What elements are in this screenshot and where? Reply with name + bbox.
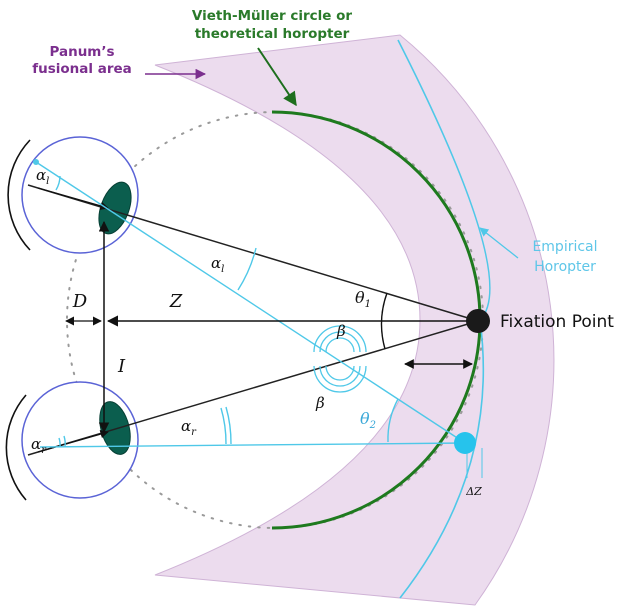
vm-callout-arrow xyxy=(257,47,297,107)
left-nodal-arrow xyxy=(37,187,109,210)
alpha-l-arc xyxy=(237,247,257,291)
alpha-l-eye-arc xyxy=(55,175,61,191)
left-eye xyxy=(7,136,139,254)
label-alpha-l: αl xyxy=(211,254,224,275)
label-d: D xyxy=(72,291,88,312)
right-cyan-ray xyxy=(39,442,466,448)
empirical-callout-arrow xyxy=(479,227,519,259)
panum-label-line2: fusional area xyxy=(32,61,132,77)
off-horopter-point xyxy=(454,432,476,454)
label-i: I xyxy=(117,356,126,377)
label-delta-z: ΔZ xyxy=(465,485,482,498)
label-theta-2: θ2 xyxy=(360,409,376,431)
alpha-r-arc-2 xyxy=(225,406,232,445)
label-beta-top: β xyxy=(336,322,346,340)
right-nodal-arrow xyxy=(37,430,109,453)
empirical-label-line1: Empirical xyxy=(532,239,597,255)
empirical-label-line2: Horopter xyxy=(534,259,596,275)
fixation-point-label: Fixation Point xyxy=(500,312,614,332)
label-alpha-r-eye: αr xyxy=(31,435,47,456)
panum-label-line1: Panum’s xyxy=(49,44,114,60)
label-beta-bottom: β xyxy=(315,394,325,412)
theta2-arc xyxy=(387,398,399,443)
theta1-arc xyxy=(380,292,388,350)
alpha-r-arc-1 xyxy=(220,407,227,445)
label-alpha-r: αr xyxy=(181,417,197,438)
left-cyan-endpoint xyxy=(33,159,39,165)
label-alpha-l-eye: αl xyxy=(36,166,49,187)
beta-arcs xyxy=(313,325,367,393)
vm-label-line1: Vieth-Müller circle or xyxy=(192,8,353,24)
left-cyan-ray xyxy=(35,161,466,444)
label-theta-1: θ1 xyxy=(355,288,371,310)
vm-label-line2: theoretical horopter xyxy=(195,26,350,42)
panum-fusional-area xyxy=(154,34,555,606)
alpha-r-eye-arc-1 xyxy=(58,437,61,448)
label-z: Z xyxy=(169,291,183,312)
right-eye xyxy=(5,381,139,501)
alpha-r-eye-arc-2 xyxy=(63,435,66,448)
fixation-point-marker xyxy=(466,309,490,333)
